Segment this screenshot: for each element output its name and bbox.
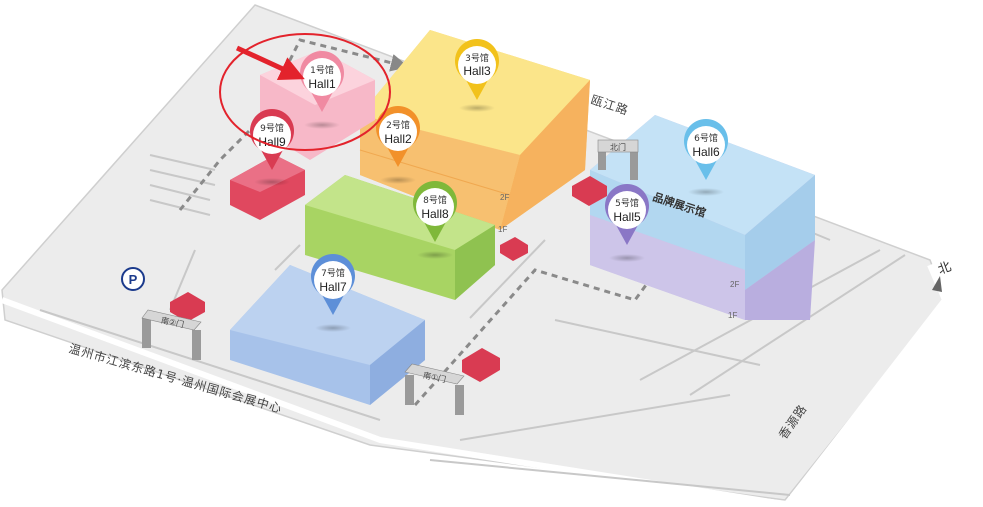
hall9-cn: 9号馆 [260, 122, 284, 134]
red-arrow-icon [235, 45, 305, 81]
hall6-en: Hall6 [692, 145, 720, 159]
gate-south: 南①门 [404, 363, 465, 415]
compass-icon: 北 [932, 259, 953, 292]
hall2-en: Hall2 [384, 132, 412, 146]
hall1-pin[interactable]: 1号馆 Hall1 [300, 50, 345, 129]
hall7-building [230, 265, 425, 405]
hall1-en: Hall1 [308, 77, 336, 91]
gate-north-label: 北门 [610, 142, 626, 152]
compass-label: 北 [936, 259, 953, 278]
hall5-floor-1f: 1F [728, 311, 737, 320]
hall3-en: Hall3 [463, 64, 491, 78]
kiosks [170, 176, 607, 382]
gate-south-label: 南①门 [422, 370, 447, 385]
hall8-cn: 8号馆 [423, 194, 447, 206]
hall8-pin[interactable]: 8号馆 Hall8 [413, 180, 458, 259]
hall2-pin[interactable]: 2号馆 Hall2 [376, 105, 421, 184]
hall5-pin[interactable]: 5号馆 Hall5 [605, 183, 649, 262]
hall5-en: Hall5 [613, 210, 641, 224]
road-oujiang-label: 瓯江路 [589, 92, 631, 118]
hall7-cn: 7号馆 [321, 267, 345, 279]
hall3-cn: 3号馆 [465, 52, 489, 64]
hall8-en: Hall8 [421, 207, 449, 221]
gate-south-west: 南②门 [141, 309, 202, 360]
highlight-hall1 [219, 33, 391, 151]
gate-north: 北门 [597, 139, 639, 180]
hall3-floor-2f: 2F [500, 193, 509, 202]
hall6-cn: 6号馆 [694, 132, 718, 144]
hall7-pin[interactable]: 7号馆 Hall7 [311, 253, 356, 332]
hall3-pin[interactable]: 3号馆 Hall3 [455, 38, 499, 112]
hall9-building [230, 155, 305, 220]
hall3-floor-1f: 1F [498, 225, 507, 234]
hall9-pin[interactable]: 9号馆 Hall9 [250, 108, 294, 186]
gate-south-west-label: 南②门 [160, 315, 185, 330]
hall7-en: Hall7 [319, 280, 347, 294]
hall2-cn: 2号馆 [386, 119, 410, 131]
parking-label: P [129, 272, 138, 287]
hall1-cn: 1号馆 [310, 64, 334, 76]
hall6-building [590, 115, 815, 320]
hall9-en: Hall9 [258, 135, 286, 149]
parking-icon: P [121, 267, 145, 291]
hall6-pin[interactable]: 6号馆 Hall6 [684, 118, 729, 196]
hall6-floor-2f: 2F [730, 280, 739, 289]
hall5-cn: 5号馆 [615, 197, 639, 209]
